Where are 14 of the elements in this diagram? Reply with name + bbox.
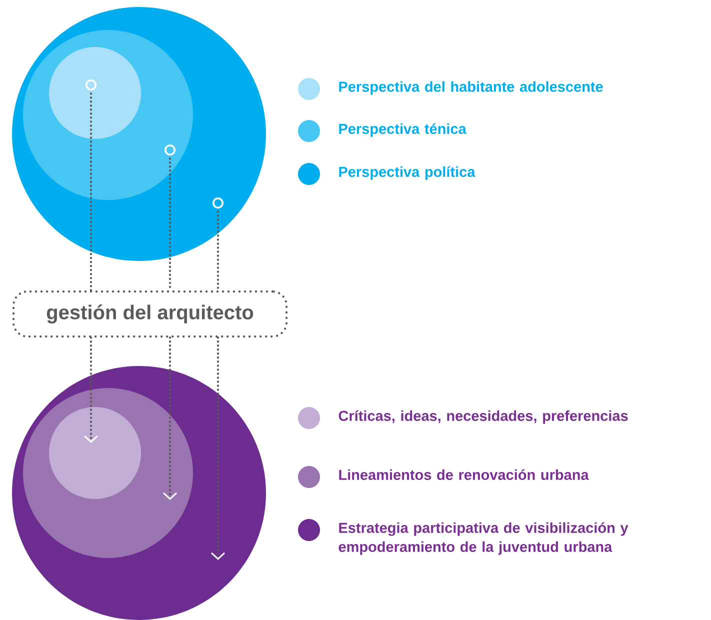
- legend-text: Perspectiva ténica: [339, 123, 466, 137]
- legend-text: Lineamientos de renovación urbana: [339, 469, 589, 480]
- legend-text: Estrategia participativa de visibilización y empoderamiento de la juventud urbana: [338, 522, 628, 555]
- circle: [49, 407, 141, 499]
- circle: [49, 47, 141, 139]
- dotted-arrow: [84, 336, 98, 443]
- text-box: gestión del arquitecto: [12, 290, 288, 338]
- dotted-arrow: [162, 336, 178, 500]
- dotted-arrow: [212, 198, 224, 292]
- legend-text: Perspectiva política: [339, 166, 476, 180]
- legend-text: Perspectiva del habitante adolescente: [339, 81, 603, 95]
- legend-text: Críticas, ideas, necesidades, preferencias: [338, 410, 628, 424]
- dotted-arrow: [210, 336, 226, 560]
- dotted-arrow: [86, 80, 96, 292]
